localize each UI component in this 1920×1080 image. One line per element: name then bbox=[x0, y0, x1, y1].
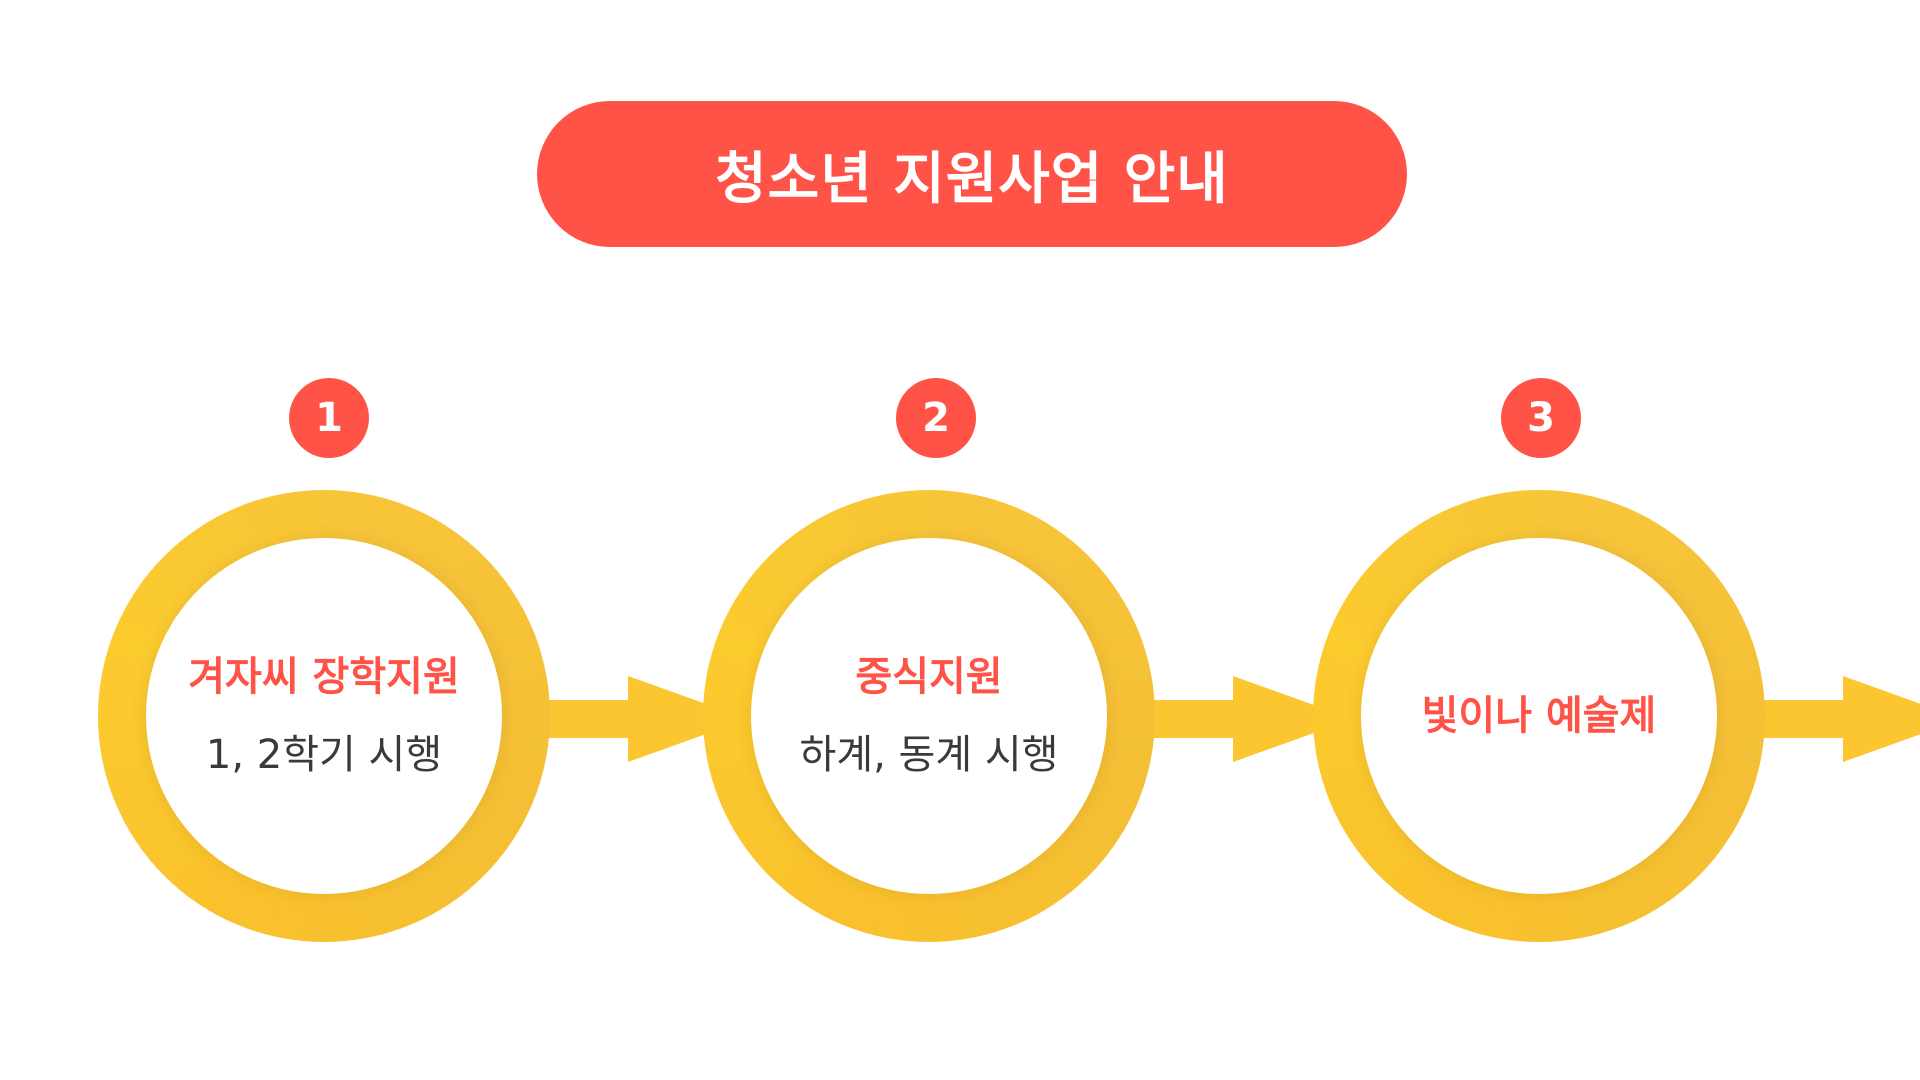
step-1: 1 겨자씨 장학지원 1, 2학기 시행 bbox=[98, 378, 748, 958]
step-subtitle: 하계, 동계 시행 bbox=[799, 732, 1059, 778]
step-number-badge: 1 bbox=[289, 378, 369, 458]
step-number-badge: 2 bbox=[896, 378, 976, 458]
step-title: 빛이나 예술제 bbox=[1421, 693, 1657, 739]
step-2: 2 중식지원 하계, 동계 시행 bbox=[703, 378, 1353, 958]
step-title: 겨자씨 장학지원 bbox=[188, 654, 460, 700]
step-circle: 중식지원 하계, 동계 시행 bbox=[751, 538, 1107, 894]
step-number-badge: 3 bbox=[1501, 378, 1581, 458]
step-subtitle: 1, 2학기 시행 bbox=[205, 732, 443, 778]
page-title: 청소년 지원사업 안내 bbox=[715, 146, 1229, 212]
step-title: 중식지원 bbox=[855, 654, 1003, 700]
step-number: 1 bbox=[315, 395, 343, 441]
step-3: 3 빛이나 예술제 bbox=[1313, 378, 1920, 958]
title-banner: 청소년 지원사업 안내 bbox=[537, 101, 1407, 247]
step-number: 2 bbox=[922, 395, 950, 441]
step-circle: 빛이나 예술제 bbox=[1361, 538, 1717, 894]
step-number: 3 bbox=[1527, 395, 1555, 441]
step-circle: 겨자씨 장학지원 1, 2학기 시행 bbox=[146, 538, 502, 894]
